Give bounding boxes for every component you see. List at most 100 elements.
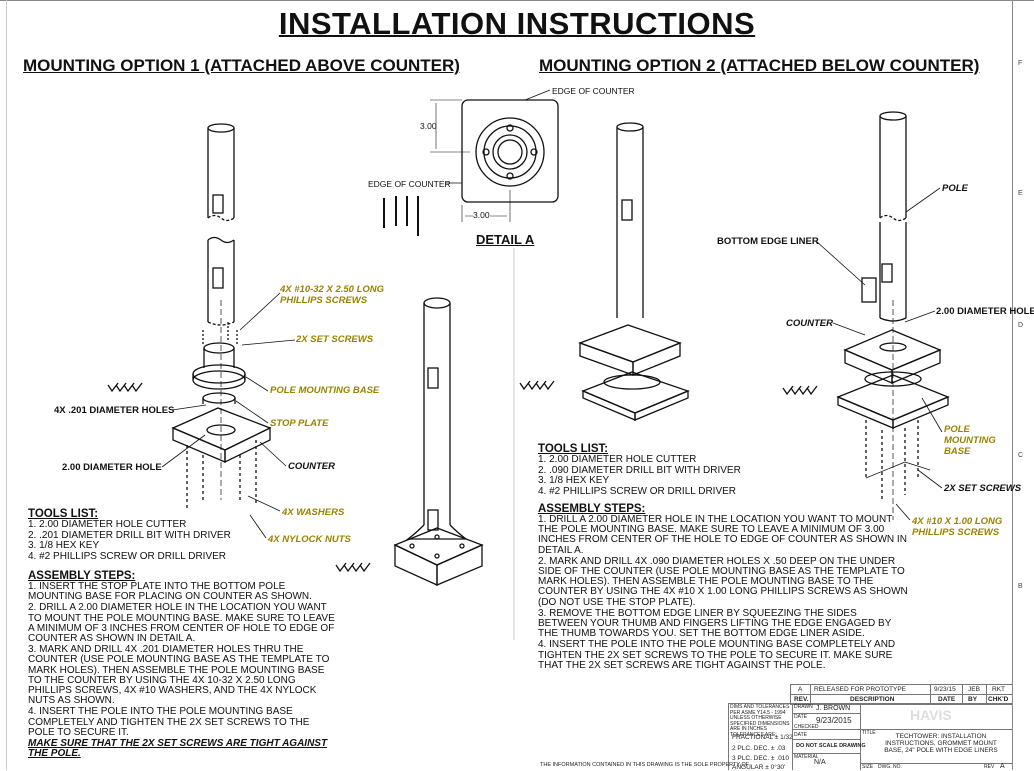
label-option2-hole: 2.00 DIAMETER HOLE	[936, 306, 1034, 317]
page-title: INSTALLATION INSTRUCTIONS	[278, 6, 756, 41]
label-option2-counter: COUNTER	[786, 318, 833, 329]
col-chkd: CHK'D	[988, 696, 1009, 703]
label-option1-hole: 2.00 DIAMETER HOLE	[62, 462, 162, 473]
label-option1-nuts: 4X NYLOCK NUTS	[268, 534, 351, 545]
zone-letter: B	[1018, 583, 1023, 590]
direction-marks	[107, 380, 818, 573]
tolerance-angular: ANGULAR ± 0°30'	[732, 764, 786, 771]
date-label: DATE	[794, 714, 807, 720]
title-block: DIMS AND TOLERANCES PER ASME Y14.5 - 199…	[728, 703, 1012, 771]
step-item: 4. INSERT THE POLE INTO THE POLE MOUNTIN…	[538, 639, 896, 671]
tools-item: 1. 2.00 DIAMETER HOLE CUTTER	[28, 519, 187, 530]
tools-item: 4. #2 PHILLIPS SCREW OR DRILL DRIVER	[28, 550, 227, 562]
label-option2-pole: POLE	[942, 183, 968, 194]
step-item: 2. DRILL A 2.00 DIAMETER HOLE IN THE LOC…	[28, 602, 335, 645]
drawing-frame-left	[6, 0, 7, 770]
col-date: DATE	[938, 696, 956, 703]
option2-heading: MOUNTING OPTION 2 (ATTACHED BELOW COUNTE…	[539, 56, 980, 75]
step-item: MAKE SURE THAT THE 2X SET SCREWS ARE TIG…	[28, 738, 328, 760]
step-item: 2. MARK AND DRILL 4X .090 DIAMETER HOLES…	[538, 555, 908, 608]
tools-item: 3. 1/8 HEX KEY	[538, 475, 610, 486]
label-option2-screws: 4X #10 X 1.00 LONG PHILLIPS SCREWS	[912, 516, 1003, 538]
tools-item: 2. .090 DIAMETER DRILL BIT WITH DRIVER	[538, 464, 741, 476]
option1-steps-heading: ASSEMBLY STEPS:	[28, 570, 136, 582]
proprietary-note: THE INFORMATION CONTAINED IN THIS DRAWIN…	[540, 762, 750, 768]
option1-tools-list: 1. 2.00 DIAMETER HOLE CUTTER 2. .201 DIA…	[28, 519, 231, 562]
date-label-2: DATE	[794, 732, 807, 738]
zone-letter: E	[1018, 190, 1023, 197]
option1-counter	[171, 300, 272, 510]
detail-a-drawing	[383, 89, 559, 236]
rev-value: A	[1000, 763, 1005, 770]
label-option2-mounting-base: POLE MOUNTING BASE	[944, 424, 996, 457]
drawn-label: DRAWN	[794, 704, 813, 710]
step-item: 3. MARK AND DRILL 4X .201 DIAMETER HOLES…	[28, 644, 330, 707]
col-by: BY	[968, 696, 978, 703]
dims-note: DIMS AND TOLERANCES PER ASME Y14.5 - 199…	[730, 704, 790, 716]
material-value: N/A	[814, 759, 826, 766]
rev-letter: A	[798, 686, 803, 693]
company-logo: HAVIS	[910, 707, 952, 723]
option2-exploded	[836, 111, 950, 520]
detail-edge-left: EDGE OF COUNTER	[368, 179, 451, 189]
label-option1-counter: COUNTER	[288, 461, 335, 472]
material-label: MATERIAL	[794, 754, 819, 760]
label-option1-screws: 4X #10-32 X 2.50 LONG PHILLIPS SCREWS	[280, 284, 385, 306]
option2-assembled	[578, 122, 690, 421]
tools-item: 3. 1/8 HEX KEY	[28, 540, 100, 551]
step-item: 1. DRILL A 2.00 DIAMETER HOLE IN THE LOC…	[538, 514, 907, 556]
drawn-date: 9/23/2015	[816, 716, 852, 725]
size-label: SIZE	[862, 764, 874, 770]
label-option2-set-screws: 2X SET SCREWS	[944, 483, 1022, 494]
option2-steps-heading: ASSEMBLY STEPS:	[538, 503, 646, 515]
step-item: 3. REMOVE THE BOTTOM EDGE LINER BY SQUEE…	[538, 607, 892, 640]
tolerance-fractional: FRACTIONAL ± 1/32	[732, 734, 793, 741]
step-item: 4. INSERT THE POLE INTO THE POLE MOUNTIN…	[28, 706, 310, 738]
option2-leaders	[815, 187, 943, 521]
detail-dim-vertical: 3.00	[420, 121, 437, 131]
tools-item: 4. #2 PHILLIPS SCREW OR DRILL DRIVER	[538, 485, 737, 497]
tools-item: 1. 2.00 DIAMETER HOLE CUTTER	[538, 454, 697, 465]
col-rev: REV.	[794, 696, 809, 703]
drawn-by: J. BROWN	[816, 705, 851, 712]
label-option1-washers: 4X WASHERS	[282, 507, 345, 518]
label-option1-holes: 4X .201 DIAMETER HOLES	[54, 405, 175, 416]
assembled-pole	[393, 297, 484, 587]
option2-tools-heading: TOOLS LIST:	[538, 443, 609, 455]
option1-steps-list: 1. INSERT THE STOP PLATE INTO THE BOTTOM…	[28, 581, 338, 760]
checked-label: CHECKED	[794, 724, 819, 730]
option1-pole	[207, 123, 235, 326]
zone-letter: F	[1018, 60, 1023, 67]
tools-item: 2. .201 DIAMETER DRILL BIT WITH DRIVER	[28, 529, 231, 541]
detail-a-label: DETAIL A	[476, 232, 535, 247]
step-item: 1. INSERT THE STOP PLATE INTO THE BOTTOM…	[28, 581, 312, 603]
drawing-frame-top	[0, 0, 1034, 1]
option2-tools-list: 1. 2.00 DIAMETER HOLE CUTTER 2. .090 DIA…	[538, 454, 741, 497]
rev-by: JEB	[968, 686, 980, 693]
label-option1-stop-plate: STOP PLATE	[270, 418, 329, 429]
option1-heading: MOUNTING OPTION 1 (ATTACHED ABOVE COUNTE…	[23, 56, 460, 75]
zone-letter: C	[1018, 452, 1024, 459]
rev-date: 9/23/15	[934, 686, 956, 693]
rev-label: REV	[984, 764, 995, 770]
label-option1-mounting-base: POLE MOUNTING BASE	[270, 385, 380, 396]
title-label: TITLE	[862, 730, 876, 736]
detail-dim-horizontal: 3.00	[473, 210, 490, 220]
rev-chkd: RKT	[992, 686, 1005, 693]
option1-leaders	[161, 292, 296, 539]
col-desc: DESCRIPTION	[850, 696, 895, 703]
rev-desc: RELEASED FOR PROTOTYPE	[814, 686, 906, 693]
option1-mounting-base	[192, 322, 246, 404]
dwg-no-label: DWG. NO.	[878, 764, 902, 770]
option2-steps-list: 1. DRILL A 2.00 DIAMETER HOLE IN THE LOC…	[538, 514, 908, 672]
label-option2-edge-liner: BOTTOM EDGE LINER	[717, 236, 819, 247]
revision-block: A RELEASED FOR PROTOTYPE 9/23/15 JEB RKT…	[790, 684, 1012, 770]
drawing-frame-right	[1012, 0, 1013, 770]
drawing-title: TECHTOWER: INSTALLATION INSTRUCTIONS, GR…	[884, 733, 998, 754]
no-scale-note: DO NOT SCALE DRAWING	[796, 743, 866, 749]
option1-tools-heading: TOOLS LIST:	[28, 508, 99, 520]
detail-edge-top: EDGE OF COUNTER	[552, 86, 635, 96]
tolerance-2plc: 2 PLC. DEC. ± .03	[732, 745, 786, 752]
zone-letter: D	[1018, 322, 1024, 329]
